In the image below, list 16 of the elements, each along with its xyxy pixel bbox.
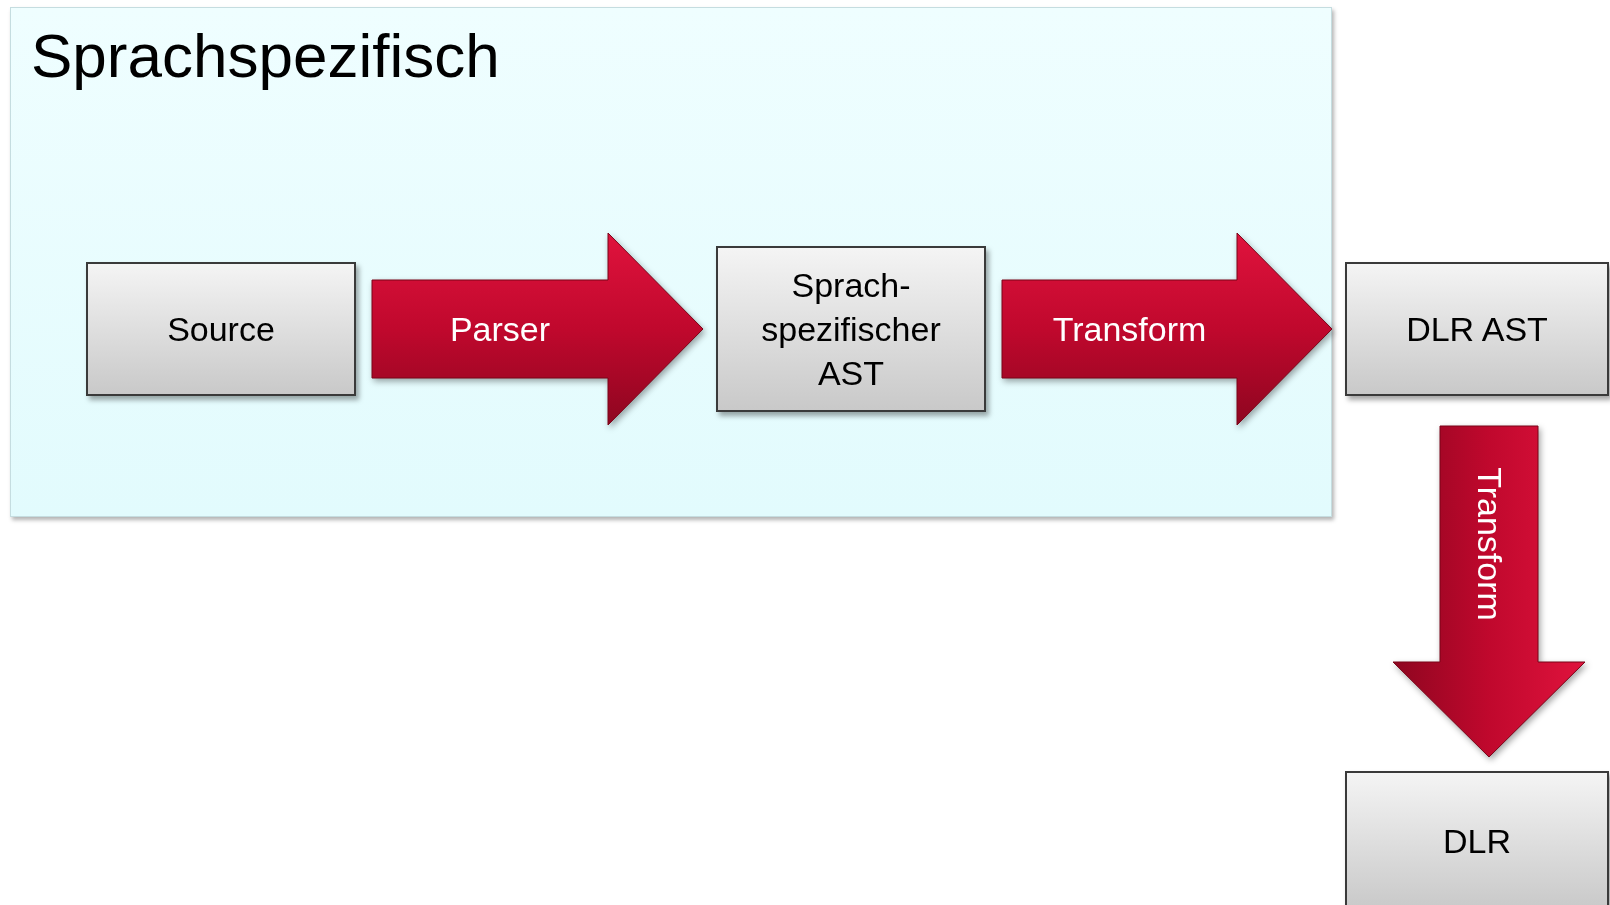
edge-label: Transform	[1052, 309, 1207, 349]
block-arrow	[1001, 232, 1333, 426]
process-box	[716, 246, 986, 412]
block-arrow	[371, 232, 704, 426]
process-box	[86, 262, 356, 396]
panel-title: Sprachspezifisch	[31, 20, 500, 91]
process-box	[1345, 771, 1609, 905]
block-arrow	[1392, 425, 1586, 758]
process-box	[1345, 262, 1609, 396]
box-label: Source	[167, 308, 275, 350]
box-label: DLR AST	[1406, 308, 1548, 350]
edge-label: Parser	[449, 309, 551, 349]
group-panel	[10, 7, 1332, 517]
box-label: DLR	[1443, 820, 1511, 862]
box-label: Sprach- spezifischer AST	[760, 264, 942, 395]
edge-label: Transform	[1469, 467, 1509, 621]
